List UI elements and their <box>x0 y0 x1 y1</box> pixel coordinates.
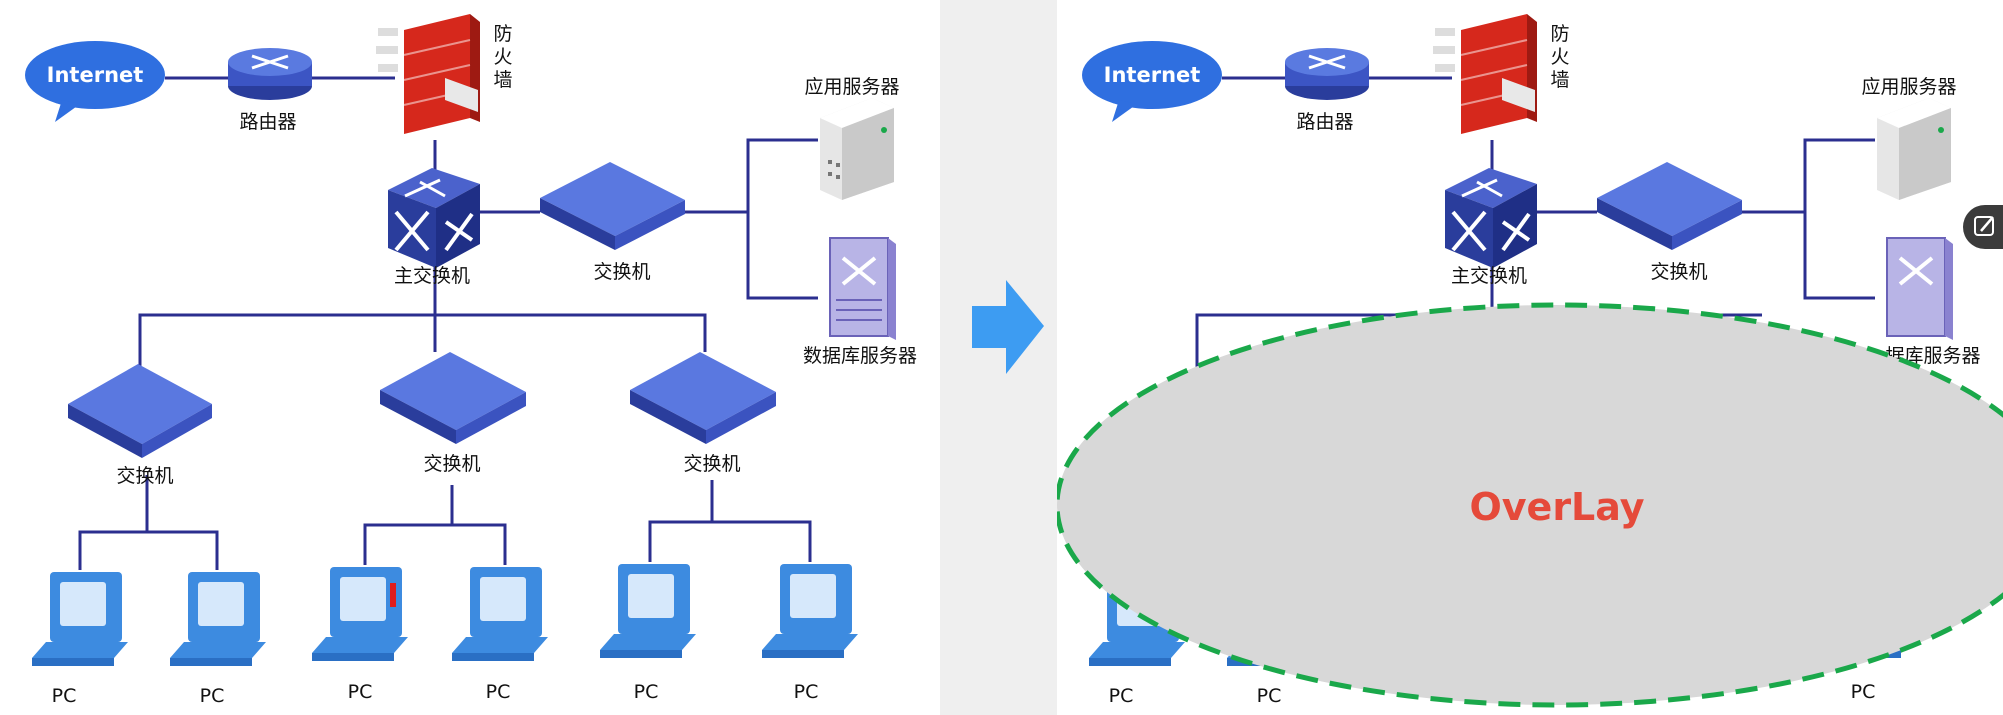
app-server-icon <box>820 98 894 200</box>
internet-cloud-icon: Internet <box>25 41 165 122</box>
switch-icon <box>1597 162 1742 250</box>
left-core-switch-label: 主交换机 <box>394 265 470 287</box>
right-firewall-char-3: 墙 <box>1550 69 1569 91</box>
left-pc-label: PC <box>486 681 511 703</box>
database-server-icon <box>1886 237 1953 340</box>
core-switch-icon <box>1445 168 1537 268</box>
pc-icon <box>600 564 696 658</box>
pc-icon <box>452 567 548 661</box>
right-pc-label: PC <box>1257 685 1282 707</box>
switch-icon <box>540 162 685 250</box>
pc-icon <box>32 572 128 666</box>
switch-a-icon <box>68 364 212 458</box>
right-router-label: 路由器 <box>1296 111 1353 133</box>
left-pc-label: PC <box>348 681 373 703</box>
right-firewall-char-2: 火 <box>1550 46 1569 68</box>
left-switch-a-label: 交换机 <box>116 465 173 487</box>
left-app-server-label: 应用服务器 <box>804 76 899 98</box>
router-icon <box>228 48 312 100</box>
left-diagram-svg: Internet 路由器 <box>25 14 917 707</box>
overlay-ellipse <box>1057 302 2003 708</box>
right-core-switch-label: 主交换机 <box>1451 265 1527 287</box>
pc-icon <box>312 567 408 661</box>
internet-cloud-icon: Internet <box>1082 41 1222 122</box>
router-icon <box>1285 48 1369 100</box>
right-network-diagram: Internet 路由器 <box>1057 0 2003 715</box>
left-switch-c-label: 交换机 <box>683 453 740 475</box>
right-diagram-svg: Internet 路由器 <box>1057 14 2003 708</box>
core-switch-icon <box>388 168 480 268</box>
left-router-label: 路由器 <box>239 111 296 133</box>
app-server-icon <box>1877 98 1951 200</box>
edit-button[interactable] <box>1963 205 2003 249</box>
left-firewall-char-1: 防 <box>493 23 512 45</box>
pc-icon <box>762 564 858 658</box>
left-pc-label: PC <box>794 681 819 703</box>
left-pc-label: PC <box>200 685 225 707</box>
left-links <box>78 76 818 570</box>
switch-b-icon <box>380 352 526 444</box>
left-firewall-char-3: 墙 <box>493 69 512 91</box>
pc-icon <box>170 572 266 666</box>
edit-icon <box>1974 216 1994 236</box>
left-pc-label: PC <box>634 681 659 703</box>
left-pc-label: PC <box>52 685 77 707</box>
right-switch-right-label: 交换机 <box>1650 261 1707 283</box>
database-server-icon <box>829 237 896 340</box>
right-pc-label: PC <box>1109 685 1134 707</box>
arrow-right-icon <box>972 280 1044 374</box>
firewall-icon <box>1433 14 1537 134</box>
left-network-diagram: Internet 路由器 <box>0 0 940 715</box>
left-switch-b-label: 交换机 <box>423 453 480 475</box>
left-db-server-label: 数据库服务器 <box>803 345 917 367</box>
switch-c-icon <box>630 352 776 444</box>
firewall-icon <box>376 14 480 134</box>
right-app-server-label: 应用服务器 <box>1861 76 1956 98</box>
right-internet-label: Internet <box>1104 63 1201 87</box>
right-pc-label: PC <box>1851 681 1876 703</box>
right-firewall-char-1: 防 <box>1550 23 1569 45</box>
left-internet-label: Internet <box>47 63 144 87</box>
left-switch-right-label: 交换机 <box>593 261 650 283</box>
left-firewall-char-2: 火 <box>493 46 512 68</box>
overlay-label: OverLay <box>1469 485 1644 529</box>
